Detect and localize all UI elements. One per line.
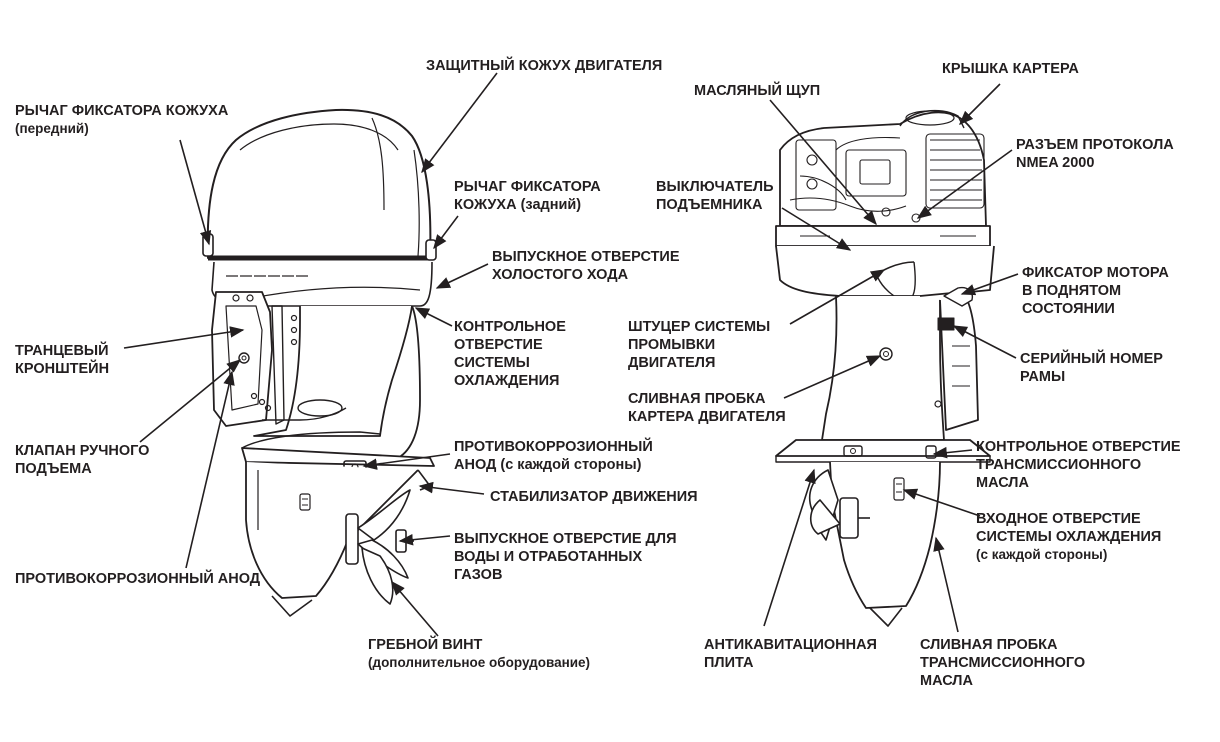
propeller-right [808,469,870,541]
right-motor-illustration [775,109,995,627]
gearcase-left [245,462,419,599]
label-manual-valve: КЛАПАН РУЧНОГО ПОДЪЕМА [15,443,150,477]
label-idle-exhaust: ВЫПУСКНОЕ ОТВЕРСТИЕ ХОЛОСТОГО ХОДА [492,249,680,283]
midsection-right [821,295,945,441]
label-propeller: ГРЕБНОЙ ВИНТ (дополнительное оборудовани… [368,637,591,670]
label-water-intake: ВХОДНОЕ ОТВЕРСТИЕ СИСТЕМЫ ОХЛАЖДЕНИЯ (с … [976,511,1162,562]
label-flush-port: ШТУЦЕР СИСТЕМЫ ПРОМЫВКИ ДВИГАТЕЛЯ [628,319,771,371]
label-cooling-check: КОНТРОЛЬНОЕ ОТВЕРСТИЕ СИСТЕМЫ ОХЛАЖДЕНИЯ [454,319,566,389]
label-cowl-lever-rear: РЫЧАГ ФИКСАТОРА КОЖУХА (задний) [454,179,601,213]
label-tilt-lock: ФИКСАТОР МОТОРА В ПОДНЯТОМ СОСТОЯНИИ [1022,265,1169,317]
label-gear-check: КОНТРОЛЬНОЕ ОТВЕРСТИЕ ТРАНСМИССИОННОГО М… [976,439,1181,491]
leader-lines [123,72,1019,637]
label-tilt-switch: ВЫКЛЮЧАТЕЛЬ ПОДЪЕМНИКА [656,179,774,213]
label-anode: ПРОТИВОКОРРОЗИОННЫЙ АНОД [15,571,261,587]
label-nmea: РАЗЪЕМ ПРОТОКОЛА NMEA 2000 [1016,137,1174,171]
left-motor-illustration [202,108,437,617]
label-transom-bracket: ТРАНЦЕВЫЙ КРОНШТЕЙН [15,343,110,377]
label-anti-cavitation: АНТИКАВИТАЦИОННАЯ ПЛИТА [704,637,877,671]
label-oil-cap: КРЫШКА КАРТЕРА [942,61,1079,77]
label-cowl: ЗАЩИТНЫЙ КОЖУХ ДВИГАТЕЛЯ [426,58,663,74]
anti-cavitation-plate-right [775,439,991,457]
label-serial: СЕРИЙНЫЙ НОМЕР РАМЫ [1020,351,1163,385]
label-dipstick: МАСЛЯНЫЙ ЩУП [694,83,821,99]
engine-cowl-shape [206,108,432,259]
label-gear-drain: СЛИВНАЯ ПРОБКА ТРАНСМИССИОННОГО МАСЛА [920,637,1086,689]
label-cowl-lever-front: РЫЧАГ ФИКСАТОРА КОЖУХА (передний) [15,103,229,136]
label-water-exhaust: ВЫПУСКНОЕ ОТВЕРСТИЕ ДЛЯ ВОДЫ И ОТРАБОТАН… [454,531,677,583]
label-anode-side: ПРОТИВОКОРРОЗИОННЫЙ АНОД (с каждой сторо… [454,439,653,473]
anti-cavitation-plate-left [241,447,435,467]
propeller-left [345,489,414,605]
label-trim-tab: СТАБИЛИЗАТОР ДВИЖЕНИЯ [490,489,698,505]
powerhead-shape [779,111,987,227]
label-drain-plug: СЛИВНАЯ ПРОБКА КАРТЕРА ДВИГАТЕЛЯ [628,391,786,425]
